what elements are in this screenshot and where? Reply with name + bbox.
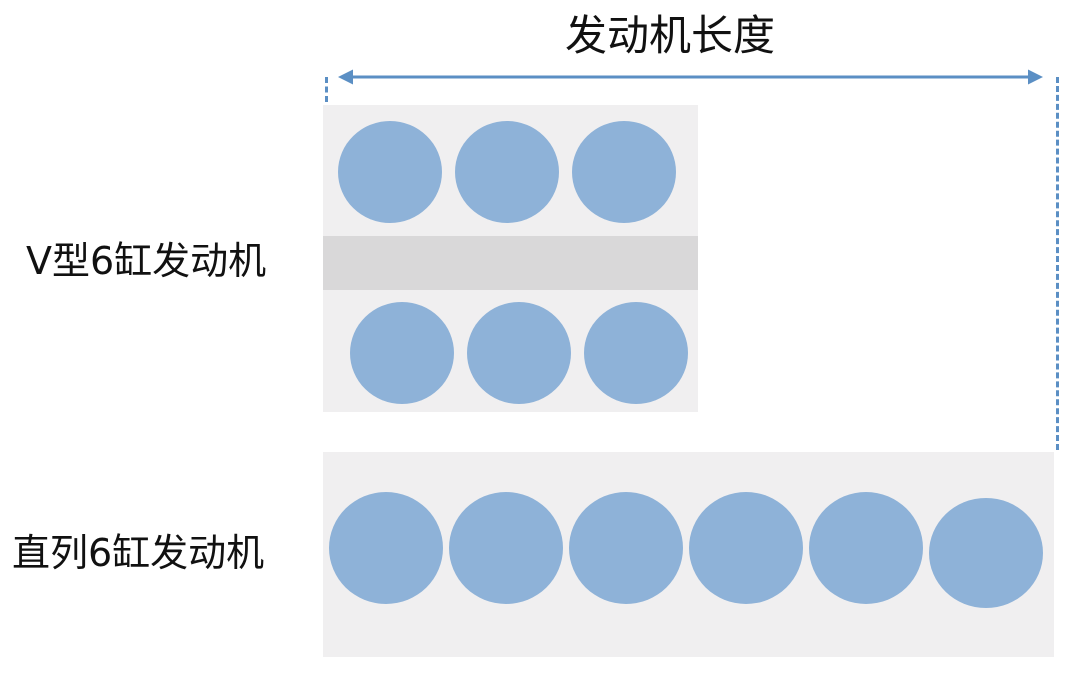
cylinder-circle bbox=[809, 492, 923, 604]
cylinder-circle bbox=[467, 302, 571, 404]
cylinder-circle bbox=[338, 121, 442, 223]
cylinder-circle bbox=[584, 302, 688, 404]
right-dimension-guide-line bbox=[1056, 77, 1059, 450]
cylinder-circle bbox=[572, 121, 676, 223]
v6-crankcase-bar bbox=[323, 236, 698, 290]
cylinder-circle bbox=[569, 492, 683, 604]
engine-length-title: 发动机长度 bbox=[564, 11, 775, 60]
cylinder-circle bbox=[689, 492, 803, 604]
v6-engine-label: V型6缸发动机 bbox=[26, 239, 267, 283]
left-dimension-guide-line bbox=[325, 77, 328, 102]
cylinder-circle bbox=[929, 498, 1043, 608]
inline6-engine-label: 直列6缸发动机 bbox=[12, 531, 265, 575]
cylinder-circle bbox=[449, 492, 563, 604]
cylinder-circle bbox=[350, 302, 454, 404]
cylinder-circle bbox=[455, 121, 559, 223]
cylinder-circle bbox=[329, 492, 443, 604]
